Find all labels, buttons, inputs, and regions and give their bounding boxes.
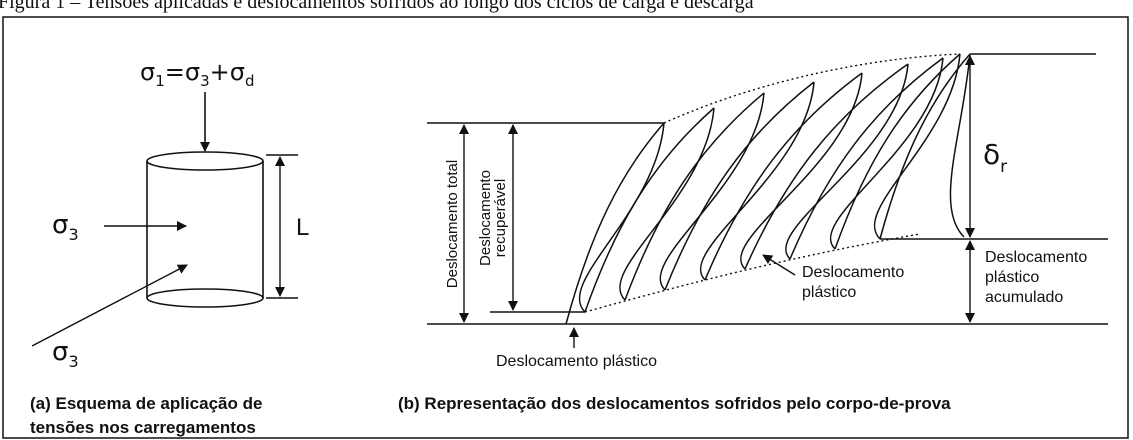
recoverable-label-line2: recuperável	[492, 179, 509, 257]
specimen-cylinder	[146, 151, 264, 308]
unloading-curve	[785, 63, 909, 260]
bottom-plastic-label: Deslocamento plástico	[496, 353, 657, 370]
unloading-curve	[578, 122, 665, 313]
total-displacement-label: Deslocamento total	[444, 160, 461, 288]
recoverable-label-line1: Deslocamento	[477, 170, 494, 266]
accumulated-label-line3: acumulado	[985, 289, 1063, 306]
panel-b-caption: (b) Representação dos deslocamentos sofr…	[398, 394, 951, 413]
unloading-curve	[699, 81, 815, 281]
length-label: L	[296, 214, 309, 241]
cylinder-bottom-ellipse	[146, 288, 264, 308]
figure-frame	[2, 16, 1129, 439]
hysteresis-loops	[565, 53, 971, 325]
panel-a: σ1=σ3+σd L σ3 σ3 (a) Esquema de aplicaçã…	[30, 58, 309, 437]
accumulated-label-line2: plástico	[985, 269, 1039, 286]
axial-stress-label: σ1=σ3+σd	[140, 58, 255, 90]
loading-curve	[789, 57, 944, 260]
plastic-envelope-dotted	[584, 233, 921, 313]
cylinder-top-ellipse	[146, 151, 264, 171]
resilient-displacement-label: δr	[983, 138, 1007, 177]
loading-curve	[565, 122, 665, 325]
confining-stress-label: σ3	[52, 210, 79, 244]
panel-a-caption-line2: tensões nos carregamentos	[30, 418, 256, 437]
loading-curve	[624, 92, 765, 301]
unloading-curve	[949, 53, 971, 238]
panel-a-caption-line1: (a) Esquema de aplicação de	[30, 394, 262, 413]
plastic-curve-label-line2: plástico	[802, 284, 856, 301]
loading-curve	[664, 81, 815, 291]
unloading-curve	[829, 57, 944, 250]
peak-envelope-dotted	[663, 53, 961, 124]
loading-curve	[744, 63, 909, 270]
unloading-curve	[873, 53, 961, 240]
plastic-curve-pointer	[762, 254, 796, 276]
oblique-stress-label: σ3	[52, 337, 79, 371]
unloading-curve	[619, 107, 715, 301]
plastic-curve-label-line1: Deslocamento	[802, 264, 904, 281]
panel-b: Deslocamento total Deslocamento recuperá…	[398, 53, 1108, 413]
loading-curve	[879, 53, 971, 240]
figure-caption: Figura 1 – Tensões aplicadas e deslocame…	[0, 0, 754, 13]
loading-curve	[584, 107, 715, 313]
loading-curve	[834, 53, 961, 250]
oblique-stress-arrow	[31, 264, 188, 347]
loading-curve	[704, 72, 863, 281]
accumulated-label-line1: Deslocamento	[985, 249, 1087, 266]
